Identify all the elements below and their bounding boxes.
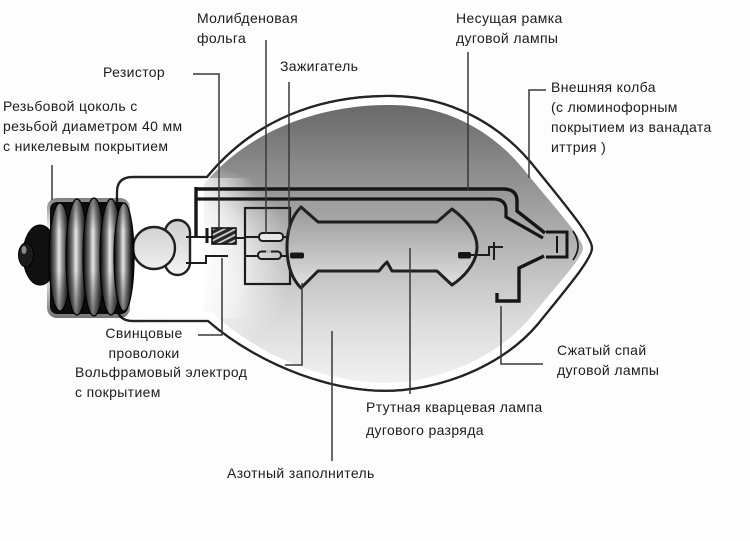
leader-tungsten-electrode (285, 283, 303, 366)
label-igniter: Зажигатель (280, 58, 359, 74)
label-support-frame: Несущая рамка дуговой лампы (456, 10, 563, 46)
label-tungsten-electrode: Вольфрамовый электрод с покрытием (75, 364, 248, 400)
label-nitrogen-fill: Азотный заполнитель (227, 465, 375, 481)
leader-resistor (193, 73, 220, 229)
arc-tube (285, 205, 503, 290)
molybdenum-foil (258, 232, 284, 242)
leader-lead-wires (198, 258, 223, 336)
glass-stem (131, 218, 192, 277)
label-molybdenum-foil: Молибденовая фольга (197, 10, 298, 46)
tungsten-electrode-left (290, 252, 304, 259)
resistor (205, 227, 245, 245)
tungsten-electrode-right (458, 252, 471, 259)
label-arc-tube: Ртутная кварцевая лампа дугового разряда (366, 399, 543, 438)
label-outer-bulb: Внешняя колба (с люминофорным покрытием … (551, 79, 712, 155)
leader-outer-bulb (528, 89, 546, 178)
label-screw-base: Резьбовой цоколь с резьбой диаметром 40 … (3, 98, 183, 154)
leader-pinch-seal (500, 306, 543, 365)
tip-clip (546, 230, 579, 261)
pinch-seal-lead (471, 246, 503, 256)
label-lead-wires: Свинцовые проволоки (105, 325, 183, 361)
support-frame (194, 187, 547, 303)
screw-base (18, 197, 135, 318)
leader-lines (51, 40, 546, 461)
label-resistor: Резистор (103, 64, 166, 80)
label-pinch-seal: Сжатый спай дуговой лампы (557, 342, 660, 378)
